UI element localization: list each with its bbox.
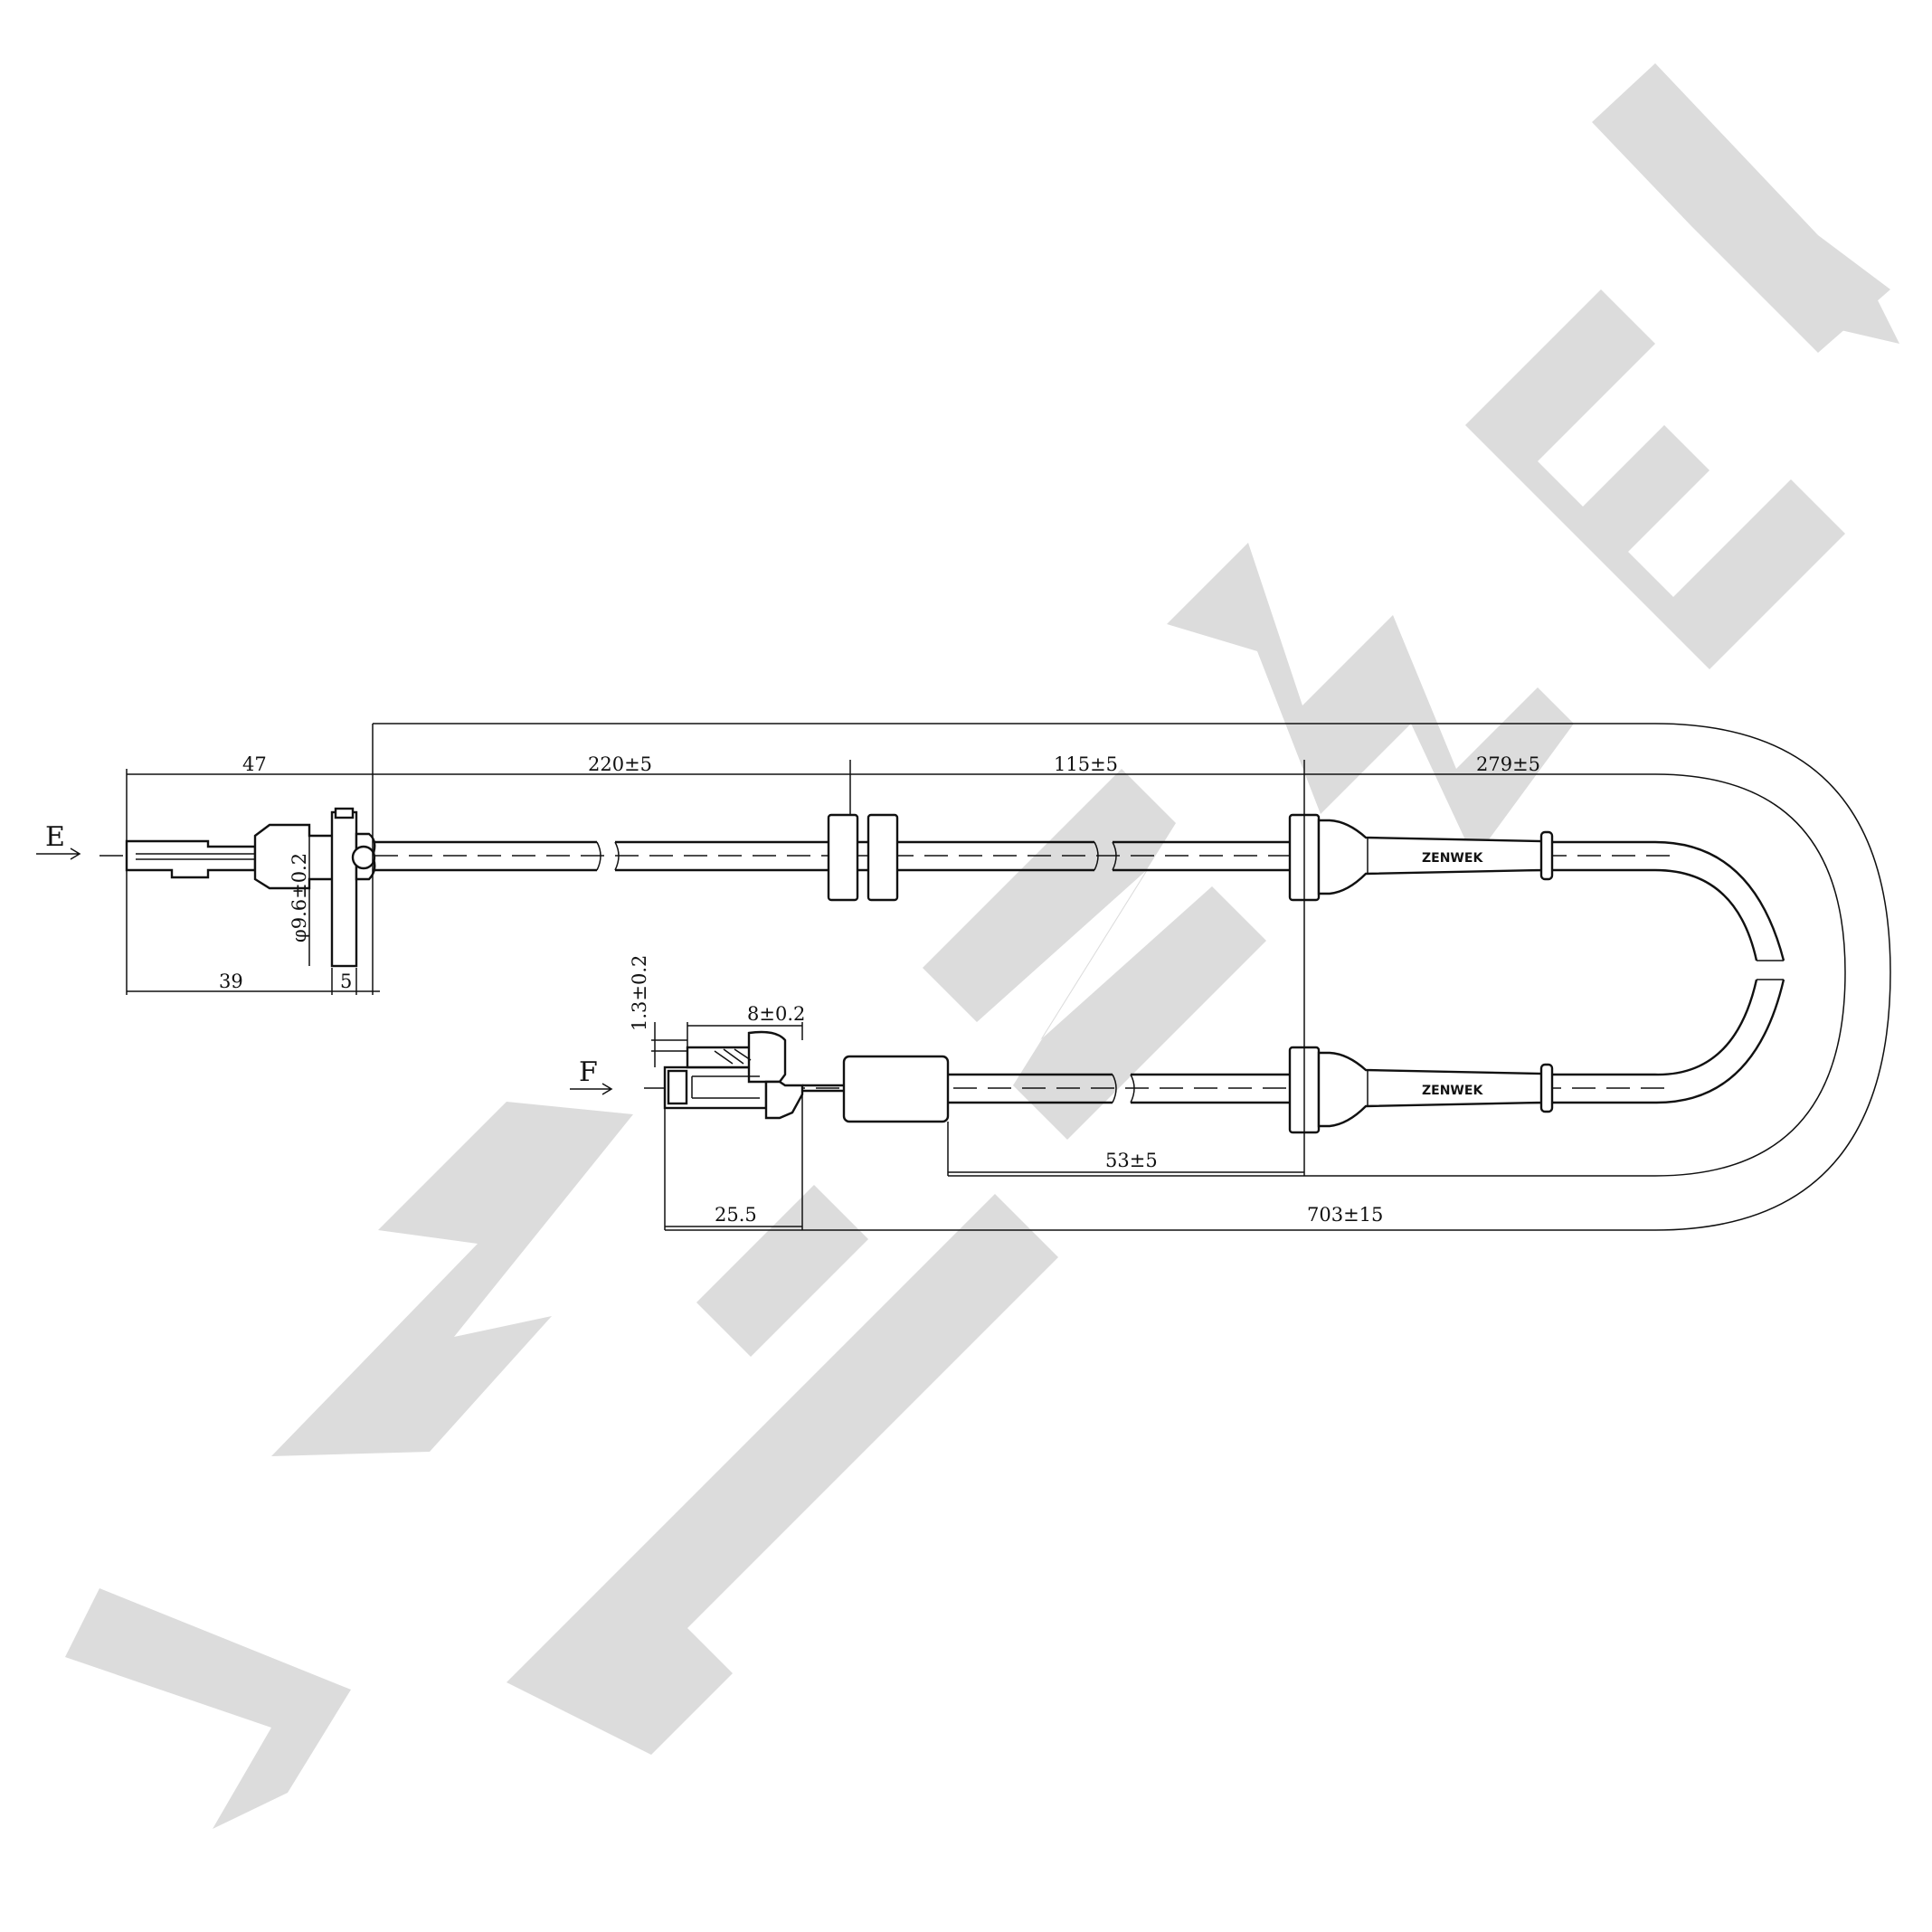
sensor-head — [125, 807, 376, 968]
dim-flange-thickness: 5 — [340, 971, 352, 992]
watermark-letter-e2 — [1465, 289, 1845, 669]
connector-latch-hatch — [714, 1048, 752, 1065]
lower-parts: ZENWEK — [802, 1046, 1554, 1134]
view-arrow-e — [36, 848, 81, 860]
sensor-boot-knob — [351, 845, 376, 870]
grommet-lower-marking: ZENWEK — [1422, 1084, 1483, 1098]
dim-segment-line — [127, 773, 1846, 1177]
watermark-letter-z — [271, 1102, 633, 1456]
dim-overall-line — [373, 723, 1891, 1231]
connector-latch — [686, 1046, 754, 1069]
view-label-f: F — [579, 1056, 598, 1088]
zenwek-watermark — [65, 63, 1899, 1829]
dim-sleeve-distance: 53±5 — [1105, 1150, 1158, 1171]
sensor-inner-line — [136, 853, 255, 860]
cable-clip-1b — [867, 813, 899, 902]
dim-shaft-length: 39 — [219, 971, 243, 992]
break-mark-bend — [1757, 960, 1784, 980]
watermark-letter-w — [1167, 543, 1574, 859]
dim-connector-gap: 1.3±0.2 — [629, 955, 650, 1031]
watermark-letter-n — [923, 769, 1266, 1140]
cable-bend-outer — [1654, 840, 1785, 1104]
dim-segment-3: 279±5 — [1476, 753, 1540, 775]
cable-sleeve — [842, 1055, 950, 1123]
dim-sensor-length: 47 — [242, 753, 267, 775]
view-label-e: E — [45, 821, 65, 853]
connector-pin-lines — [691, 1075, 760, 1099]
watermark-letter-e1-bar — [696, 1185, 868, 1357]
sensor-flange — [330, 810, 358, 968]
view-arrow-f — [570, 1083, 613, 1095]
connector-top — [747, 1030, 787, 1084]
watermark-letter-k-arm — [1746, 253, 1899, 344]
connector-rear — [764, 1080, 804, 1120]
dim-return-length: 703±15 — [1307, 1204, 1383, 1226]
watermark-letter-e1 — [507, 1194, 1058, 1755]
dim-connector-width: 8±0.2 — [747, 1003, 805, 1025]
dimensions: 47 220±5 115±5 279±5 39 5 φ9.6±0.2 8±0.2… — [126, 723, 1891, 1231]
cable-clip-1a — [827, 813, 859, 902]
connector-lead — [802, 1084, 844, 1093]
watermark-chevron — [65, 1588, 351, 1829]
dim-segment-2: 115±5 — [1054, 753, 1118, 775]
cable-bend-inner — [1654, 868, 1758, 1076]
dim-segment-1: 220±5 — [588, 753, 652, 775]
dim-connector-gap-line — [651, 1022, 687, 1067]
connector-front-cap — [667, 1069, 688, 1105]
grommet-lower-ring — [1539, 1063, 1554, 1113]
view-labels: E F — [36, 821, 613, 1095]
grommet-upper-ring — [1539, 830, 1554, 881]
dim-connector-length: 25.5 — [715, 1204, 757, 1226]
upper-clips: ZENWEK — [827, 813, 1554, 902]
connector — [663, 1030, 804, 1120]
grommet-upper-marking: ZENWEK — [1422, 851, 1483, 866]
dim-sensor-diameter: φ9.6±0.2 — [289, 853, 310, 942]
sensor-flange-cap — [334, 807, 355, 819]
